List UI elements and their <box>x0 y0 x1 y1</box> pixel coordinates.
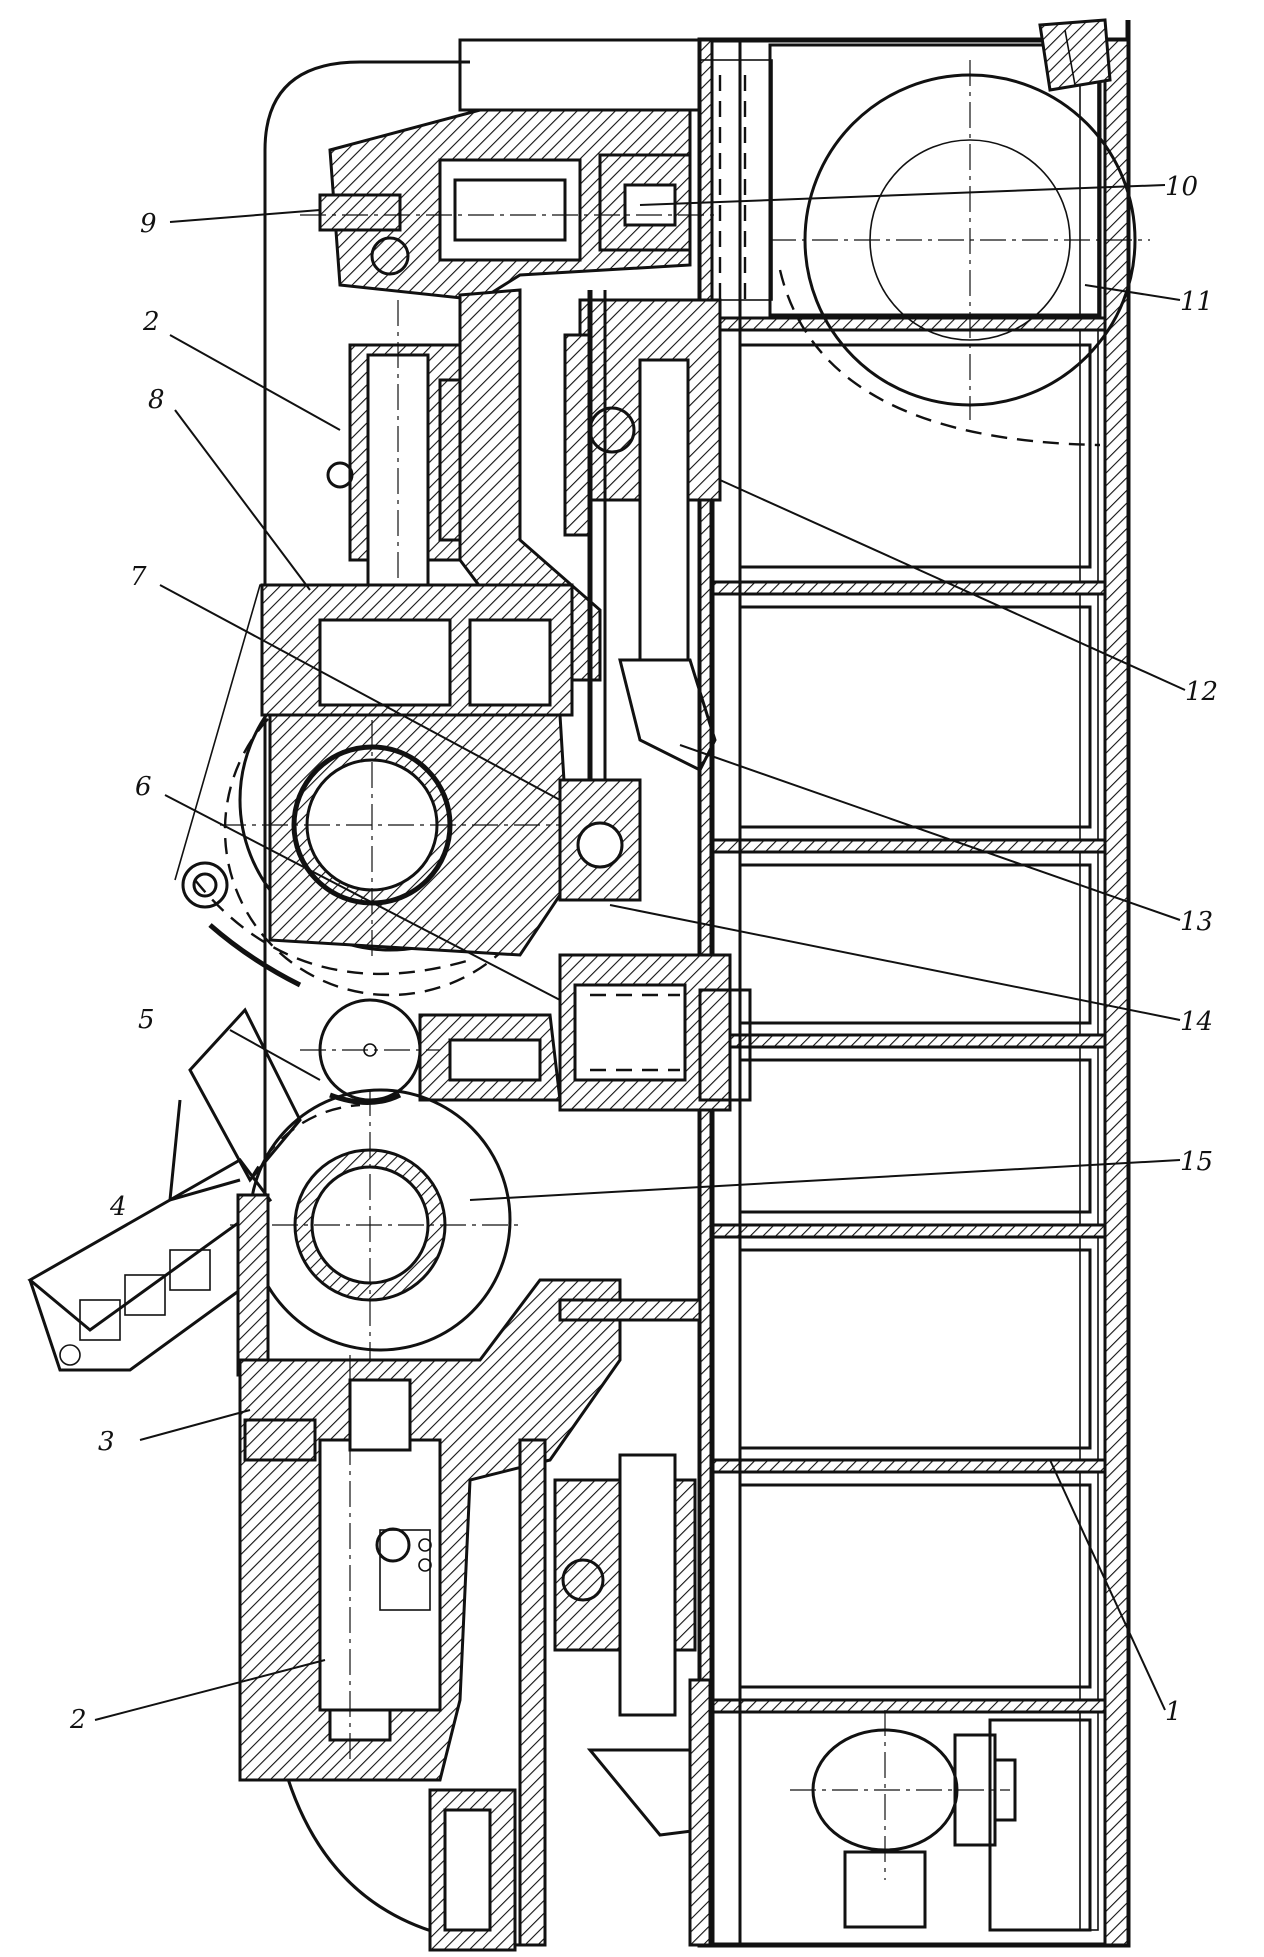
main-motor <box>768 18 1150 447</box>
upper-gear-assembly <box>300 38 773 302</box>
label-1: 1 <box>1165 1697 1182 1727</box>
label-13: 13 <box>1180 907 1213 937</box>
label-7: 7 <box>130 562 147 592</box>
label-2-lower: 2 <box>69 1705 87 1735</box>
label-6: 6 <box>135 772 152 802</box>
label-2-upper: 2 <box>142 307 160 337</box>
label-3: 3 <box>98 1427 115 1457</box>
label-12: 12 <box>1185 677 1218 707</box>
frame-legs <box>428 1438 712 1952</box>
leader-2b <box>94 1659 326 1721</box>
leader-11 <box>1084 284 1181 301</box>
leader-5 <box>229 1029 321 1081</box>
leader-10 <box>639 184 1166 206</box>
label-10: 10 <box>1165 172 1198 202</box>
lower-gear-unit <box>238 1278 622 1782</box>
leader-2a <box>169 334 341 431</box>
label-9: 9 <box>140 209 157 239</box>
feed-hopper <box>27 1007 302 1377</box>
label-11: 11 <box>1180 287 1213 317</box>
leader-15 <box>469 1159 1181 1201</box>
transmission-shaft <box>563 290 722 870</box>
hydraulic-cylinder <box>418 953 752 1112</box>
leader-6 <box>164 794 561 1001</box>
drum-frame <box>174 583 642 997</box>
lower-shaft-bearing <box>553 1298 702 1837</box>
callout-labels: 9 2 8 7 6 5 4 3 2 10 11 12 13 14 15 1 <box>69 172 1218 1735</box>
label-8: 8 <box>148 385 165 415</box>
base-frame <box>697 37 1131 1948</box>
leader-8 <box>174 409 311 591</box>
label-14: 14 <box>1180 1007 1213 1037</box>
label-15: 15 <box>1180 1147 1213 1177</box>
leader-lines <box>94 184 1186 1721</box>
leader-14 <box>609 904 1181 1021</box>
label-5: 5 <box>138 1005 155 1035</box>
leader-9 <box>169 209 321 223</box>
leader-12 <box>719 479 1186 691</box>
leader-7 <box>159 584 561 801</box>
leader-3 <box>139 1409 251 1441</box>
auxiliary-motor <box>790 1710 1092 1932</box>
label-4: 4 <box>109 1192 127 1222</box>
roller-assembly <box>230 998 520 1380</box>
leader-13 <box>679 744 1181 921</box>
leader-1 <box>1049 1459 1166 1711</box>
